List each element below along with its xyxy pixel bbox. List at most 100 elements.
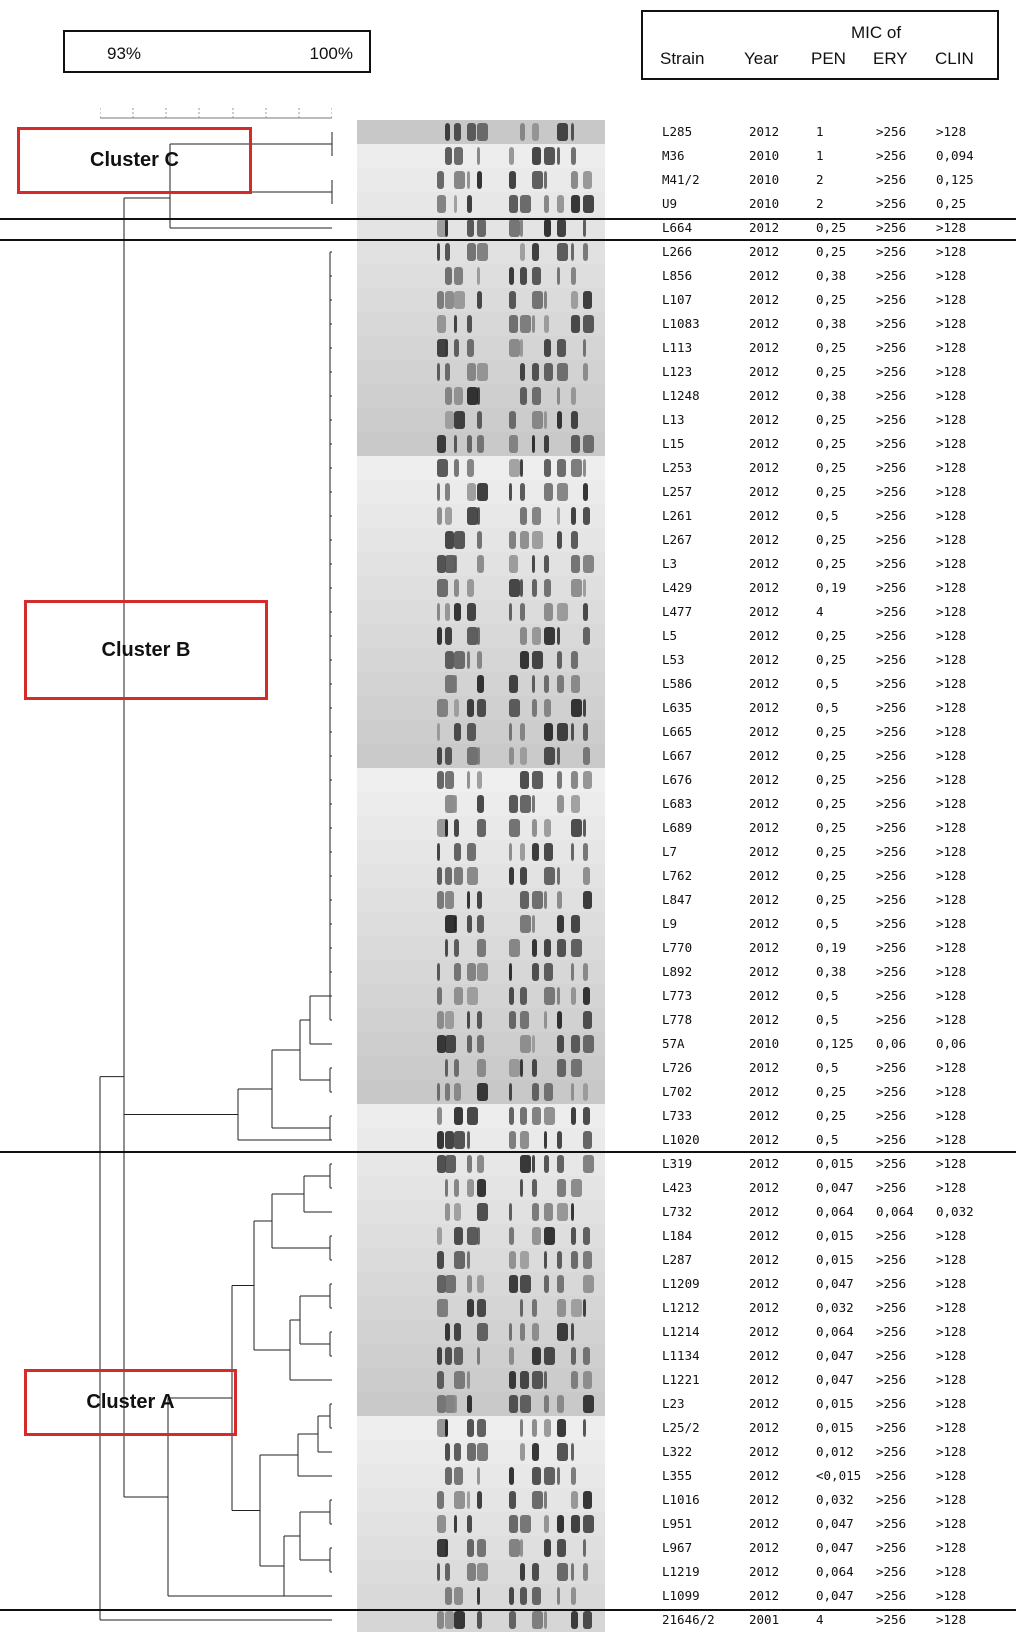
gel-lane xyxy=(357,1512,605,1536)
cell-clin: >128 xyxy=(936,940,967,955)
gel-band xyxy=(454,1587,463,1605)
cell-year: 2012 xyxy=(749,1516,780,1531)
gel-lane-background xyxy=(357,504,605,528)
gel-band xyxy=(477,1443,488,1461)
cell-ery: >256 xyxy=(876,580,907,595)
gel-band xyxy=(532,1491,543,1509)
gel-band xyxy=(583,603,588,621)
gel-band xyxy=(532,1371,543,1389)
gel-band xyxy=(544,555,549,573)
gel-band xyxy=(583,723,588,741)
cell-year: 2012 xyxy=(749,724,780,739)
gel-band xyxy=(437,1035,446,1053)
gel-band xyxy=(445,915,456,933)
cell-pen: 0,015 xyxy=(816,1156,854,1171)
gel-band xyxy=(509,147,514,165)
gel-band xyxy=(454,459,459,477)
cell-ery: >256 xyxy=(876,820,907,835)
gel-band xyxy=(445,819,448,837)
cell-strain: L287 xyxy=(662,1252,693,1267)
gel-band xyxy=(544,939,551,957)
gel-band xyxy=(454,315,457,333)
cell-strain: L635 xyxy=(662,700,693,715)
cell-strain: L355 xyxy=(662,1468,693,1483)
gel-band xyxy=(557,1155,564,1173)
gel-lane xyxy=(357,624,605,648)
cell-strain: L107 xyxy=(662,292,693,307)
gel-band xyxy=(437,1395,446,1413)
gel-band xyxy=(544,675,549,693)
gel-band xyxy=(544,963,553,981)
cell-clin: >128 xyxy=(936,388,967,403)
cell-strain: L15 xyxy=(662,436,685,451)
cell-clin: >128 xyxy=(936,1228,967,1243)
cell-clin: >128 xyxy=(936,412,967,427)
gel-band xyxy=(445,1323,450,1341)
gel-band xyxy=(477,1035,484,1053)
gel-band xyxy=(583,579,586,597)
cell-clin: >128 xyxy=(936,1348,967,1363)
cell-clin: >128 xyxy=(936,1564,967,1579)
gel-lane xyxy=(357,1056,605,1080)
cell-strain: L726 xyxy=(662,1060,693,1075)
cell-clin: 0,06 xyxy=(936,1036,967,1051)
gel-band xyxy=(583,1107,590,1125)
gel-band xyxy=(571,915,580,933)
gel-band xyxy=(477,675,484,693)
gel-band xyxy=(520,1323,525,1341)
gel-band xyxy=(454,1467,463,1485)
gel-band xyxy=(467,1107,478,1125)
gel-band xyxy=(571,1587,576,1605)
gel-band xyxy=(532,843,539,861)
gel-band xyxy=(477,1203,488,1221)
gel-band xyxy=(477,267,480,285)
cell-year: 2012 xyxy=(749,1396,780,1411)
gel-band xyxy=(571,411,578,429)
cell-ery: >256 xyxy=(876,436,907,451)
gel-band xyxy=(583,771,592,789)
cell-clin: >128 xyxy=(936,988,967,1003)
gel-lane xyxy=(357,768,605,792)
cell-strain: L184 xyxy=(662,1228,693,1243)
gel-band xyxy=(437,195,446,213)
gel-band xyxy=(477,435,484,453)
gel-lane xyxy=(357,288,605,312)
gel-band xyxy=(520,915,531,933)
cell-ery: >256 xyxy=(876,196,907,211)
gel-band xyxy=(571,771,578,789)
gel-band xyxy=(544,987,555,1005)
gel-band xyxy=(520,891,529,909)
cell-pen: 0,047 xyxy=(816,1372,854,1387)
gel-band xyxy=(477,795,484,813)
gel-lane-background xyxy=(357,264,605,288)
cell-year: 2012 xyxy=(749,484,780,499)
gel-band xyxy=(454,531,465,549)
gel-band xyxy=(520,123,525,141)
gel-lane xyxy=(357,1320,605,1344)
gel-band xyxy=(571,315,580,333)
cell-clin: >128 xyxy=(936,508,967,523)
gel-band xyxy=(509,1491,516,1509)
gel-lane xyxy=(357,336,605,360)
gel-lane xyxy=(357,720,605,744)
gel-band xyxy=(477,1059,486,1077)
gel-band xyxy=(477,1467,480,1485)
cell-ery: >256 xyxy=(876,796,907,811)
gel-band xyxy=(445,483,450,501)
cell-strain: L667 xyxy=(662,748,693,763)
gel-band xyxy=(583,1083,588,1101)
gel-band xyxy=(454,123,461,141)
cell-year: 2012 xyxy=(749,964,780,979)
cell-pen: 0,032 xyxy=(816,1300,854,1315)
gel-band xyxy=(532,1467,541,1485)
gel-band xyxy=(520,483,525,501)
gel-band xyxy=(557,339,566,357)
cell-ery: >256 xyxy=(876,1396,907,1411)
gel-lane-background xyxy=(357,864,605,888)
gel-band xyxy=(544,819,551,837)
gel-band xyxy=(532,243,539,261)
cell-year: 2012 xyxy=(749,1252,780,1267)
cell-ery: >256 xyxy=(876,604,907,619)
